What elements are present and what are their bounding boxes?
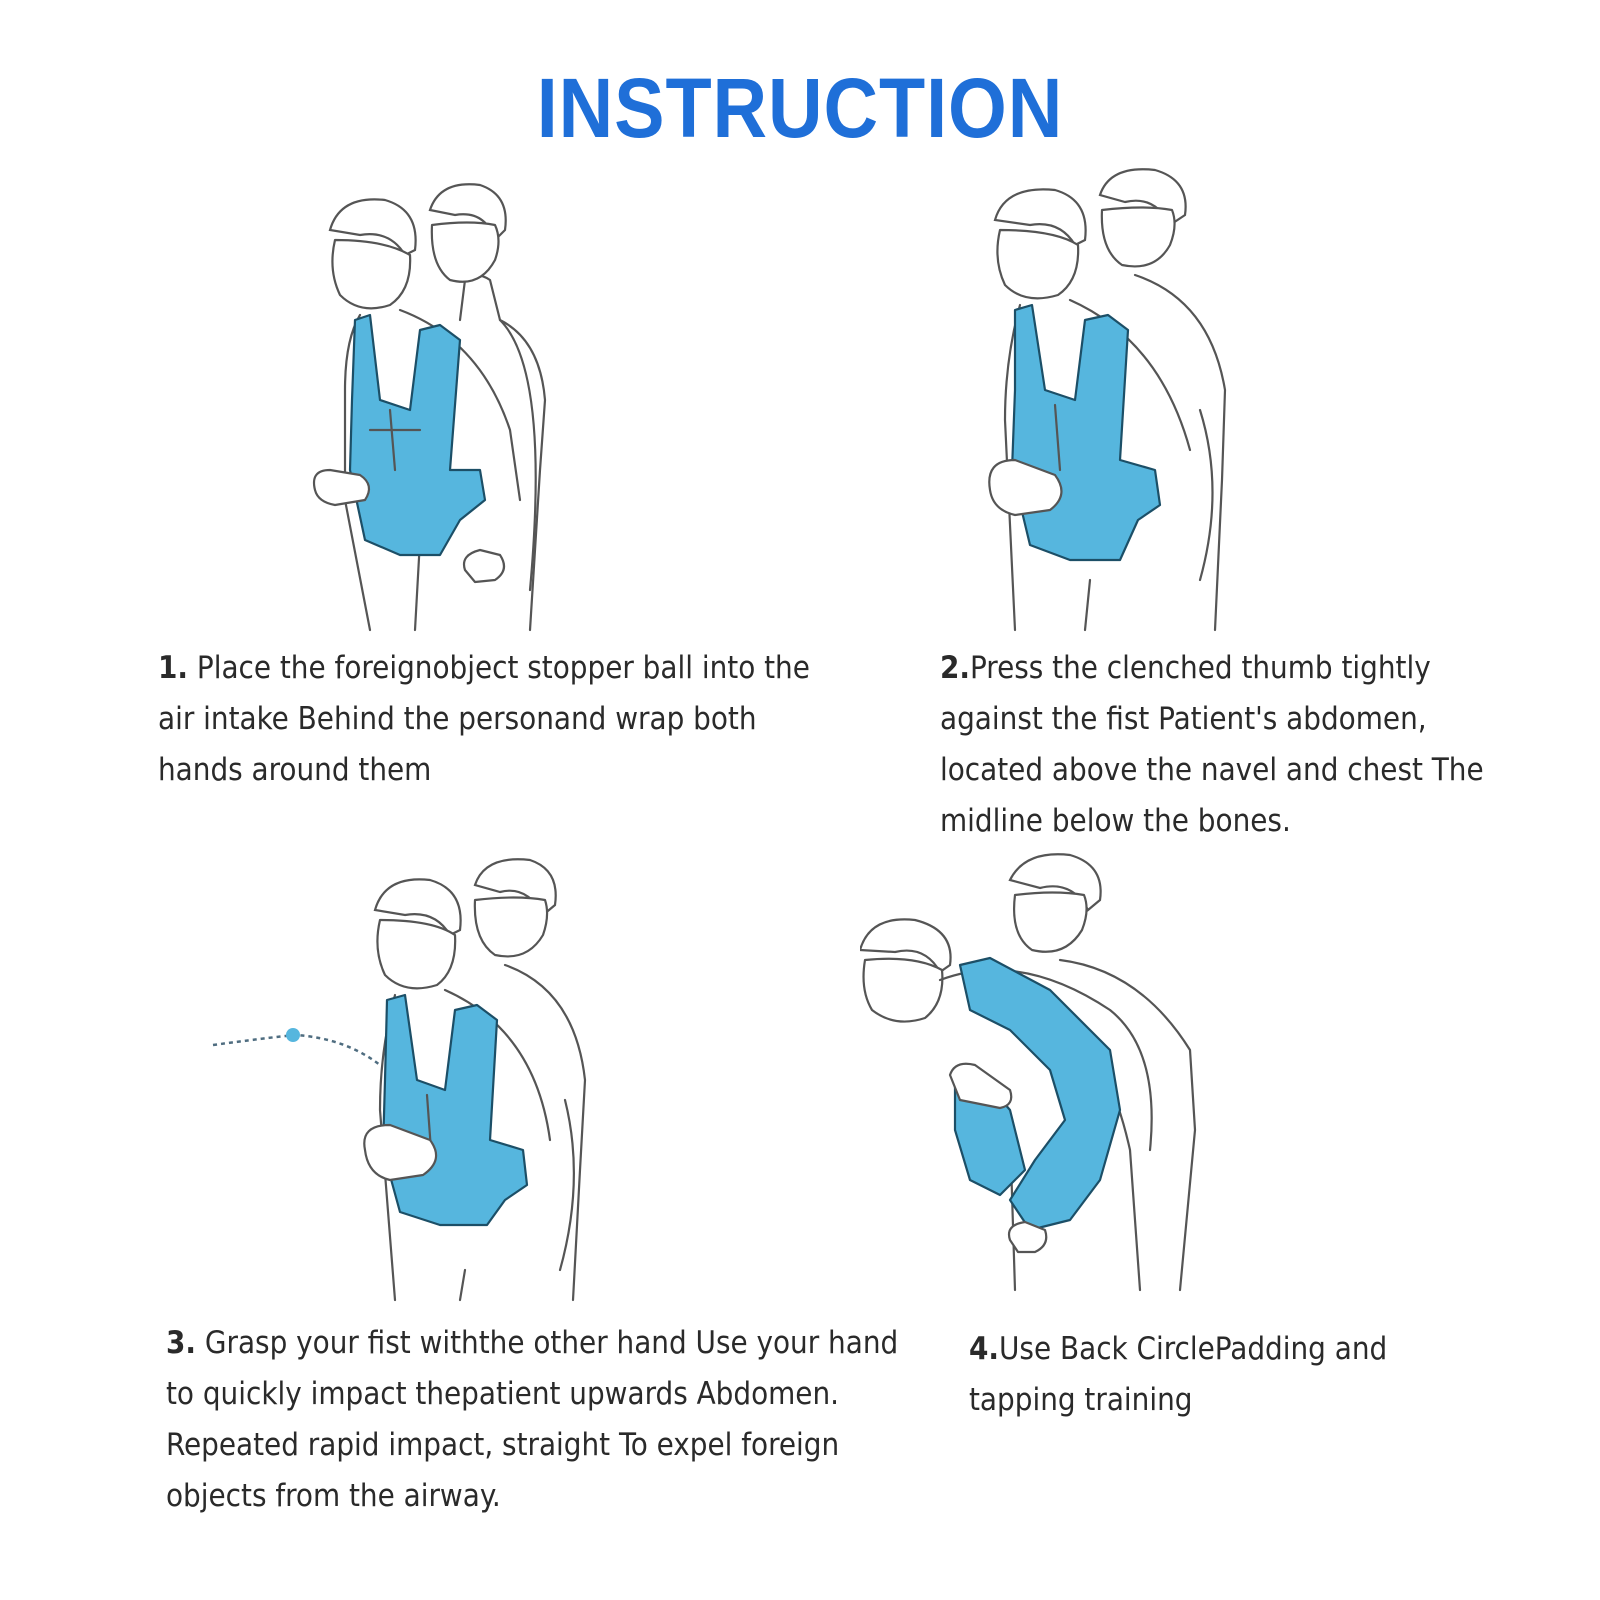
rescuer-figure: [428, 183, 547, 632]
step-2-caption: 2.Press the clenched thumb tightly again…: [940, 643, 1500, 847]
step-4-text: Use Back CirclePadding and tapping train…: [969, 1331, 1388, 1418]
step-4-illustration: [860, 850, 1260, 1310]
step-3-caption: 3. Grasp your fist withthe other hand Us…: [166, 1318, 926, 1522]
step-2-number: 2.: [940, 650, 971, 686]
two-people-abdominal-press-illustration: [988, 168, 1227, 632]
step-2-illustration: [960, 160, 1280, 640]
ball-icon: [286, 1028, 300, 1042]
two-people-standing-vest-illustration: [312, 183, 547, 632]
step-1-text: Place the foreignobject stopper ball int…: [158, 650, 810, 788]
step-3-illustration: [205, 850, 605, 1310]
step-2-text: Press the clenched thumb tightly against…: [940, 650, 1484, 839]
two-people-abdominal-thrust-ball-illustration: [212, 858, 587, 1302]
step-1-caption: 1. Place the foreignobject stopper ball …: [158, 643, 838, 796]
rescuer-figure: [1098, 168, 1227, 632]
vest-shape: [348, 313, 487, 557]
step-1-illustration: [290, 170, 590, 640]
vest-shape: [381, 993, 529, 1227]
patient-figure: [993, 188, 1192, 632]
two-people-back-tapping-illustration: [860, 853, 1197, 1292]
step-4-number: 4.: [969, 1331, 1000, 1367]
step-3-text: Grasp your fist withthe other hand Use y…: [166, 1325, 899, 1514]
step-4-caption: 4.Use Back CirclePadding and tapping tra…: [969, 1324, 1489, 1426]
vest-shape: [1010, 303, 1162, 562]
step-1-number: 1.: [158, 650, 189, 686]
rescuer-figure: [473, 858, 587, 1302]
page-title: INSTRUCTION: [536, 61, 1064, 155]
step-3-number: 3.: [166, 1325, 197, 1361]
